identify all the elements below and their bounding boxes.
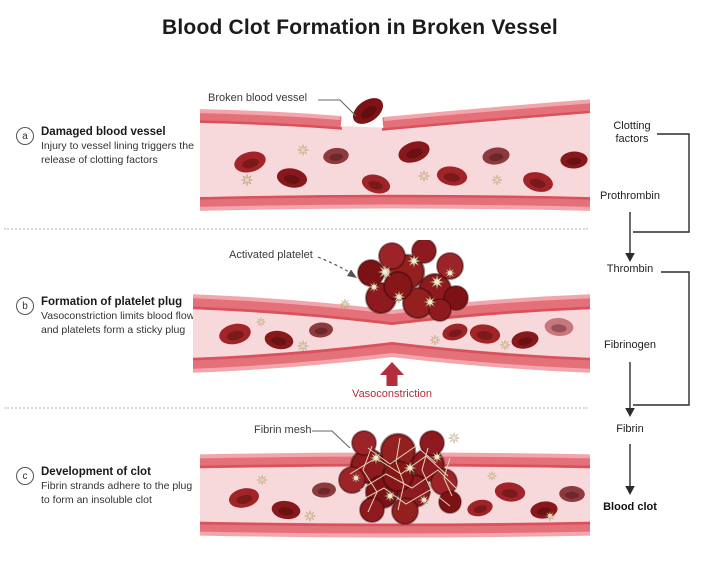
step-b: b Formation of platelet plug Vasoconstri… bbox=[16, 296, 196, 338]
step-a-letter-badge: a bbox=[16, 127, 34, 145]
activated-platelet-callout-arrowhead bbox=[347, 269, 357, 278]
escaping-red-blood-cell bbox=[348, 92, 388, 130]
vasoconstriction-label: Vasoconstriction bbox=[352, 388, 432, 400]
broken-vessel-callout-line bbox=[318, 99, 357, 117]
vessel-b-lumen bbox=[193, 309, 590, 358]
step-a-letter: a bbox=[22, 130, 28, 142]
fibrin-mesh-label: Fibrin mesh bbox=[254, 424, 312, 436]
step-a-description: Injury to vessel lining triggers the rel… bbox=[41, 140, 194, 166]
cascade-clotting-factors: Clotting factors bbox=[613, 120, 651, 145]
vessel-b-illustration bbox=[193, 240, 590, 386]
cascade-fibrinogen: Fibrinogen bbox=[604, 339, 656, 351]
cascade-arrows bbox=[625, 133, 690, 495]
step-c: c Development of clot Fibrin strands adh… bbox=[16, 466, 196, 508]
platelet-plug-cluster bbox=[357, 240, 469, 322]
panel-a-damaged-vessel: Broken blood vessel bbox=[200, 90, 590, 220]
step-c-description: Fibrin strands adhere to the plug to for… bbox=[41, 480, 193, 506]
vessel-a-illustration bbox=[200, 92, 590, 211]
fibrin-mesh-callout-line bbox=[312, 430, 351, 449]
arrowhead-1 bbox=[625, 253, 635, 262]
vasoconstriction-up-arrow bbox=[380, 362, 404, 386]
page-title: Blood Clot Formation in Broken Vessel bbox=[162, 16, 558, 39]
cascade-fibrin: Fibrin bbox=[616, 423, 644, 435]
cascade-prothrombin: Prothrombin bbox=[600, 190, 660, 202]
step-c-letter: c bbox=[22, 470, 28, 482]
step-a: a Damaged blood vessel Injury to vessel … bbox=[16, 126, 196, 168]
step-a-heading: Damaged blood vessel bbox=[41, 126, 166, 138]
vessel-c-illustration bbox=[200, 430, 590, 538]
panel-c-clot: Fibrin mesh bbox=[200, 418, 590, 555]
thrombin-elbow-arrow bbox=[633, 271, 690, 406]
step-c-heading: Development of clot bbox=[41, 466, 151, 478]
activated-platelet-label: Activated platelet bbox=[229, 249, 313, 261]
coagulation-cascade: Clotting factors Prothrombin Thrombin Fi… bbox=[585, 110, 720, 565]
section-divider-2 bbox=[4, 407, 588, 409]
step-b-heading: Formation of platelet plug bbox=[41, 296, 183, 308]
section-divider-1 bbox=[4, 228, 588, 230]
arrowhead-3 bbox=[625, 486, 635, 495]
clotting-factors-elbow-arrow bbox=[633, 133, 690, 233]
cascade-blood-clot: Blood clot bbox=[603, 501, 657, 513]
step-b-letter-badge: b bbox=[16, 297, 34, 315]
cascade-thrombin: Thrombin bbox=[606, 263, 654, 275]
fibrin-clot-cluster bbox=[338, 430, 462, 525]
step-c-letter-badge: c bbox=[16, 467, 34, 485]
fibrin-mesh-strands bbox=[349, 437, 457, 513]
step-b-letter: b bbox=[22, 300, 28, 312]
broken-vessel-label: Broken blood vessel bbox=[208, 92, 308, 104]
panel-b-platelet-plug: Activated platelet Vasoconstriction bbox=[193, 240, 590, 402]
activated-platelet-callout-line bbox=[317, 256, 352, 274]
step-b-description: Vasoconstriction limits blood flow and p… bbox=[41, 310, 195, 336]
arrowhead-2 bbox=[625, 408, 635, 417]
